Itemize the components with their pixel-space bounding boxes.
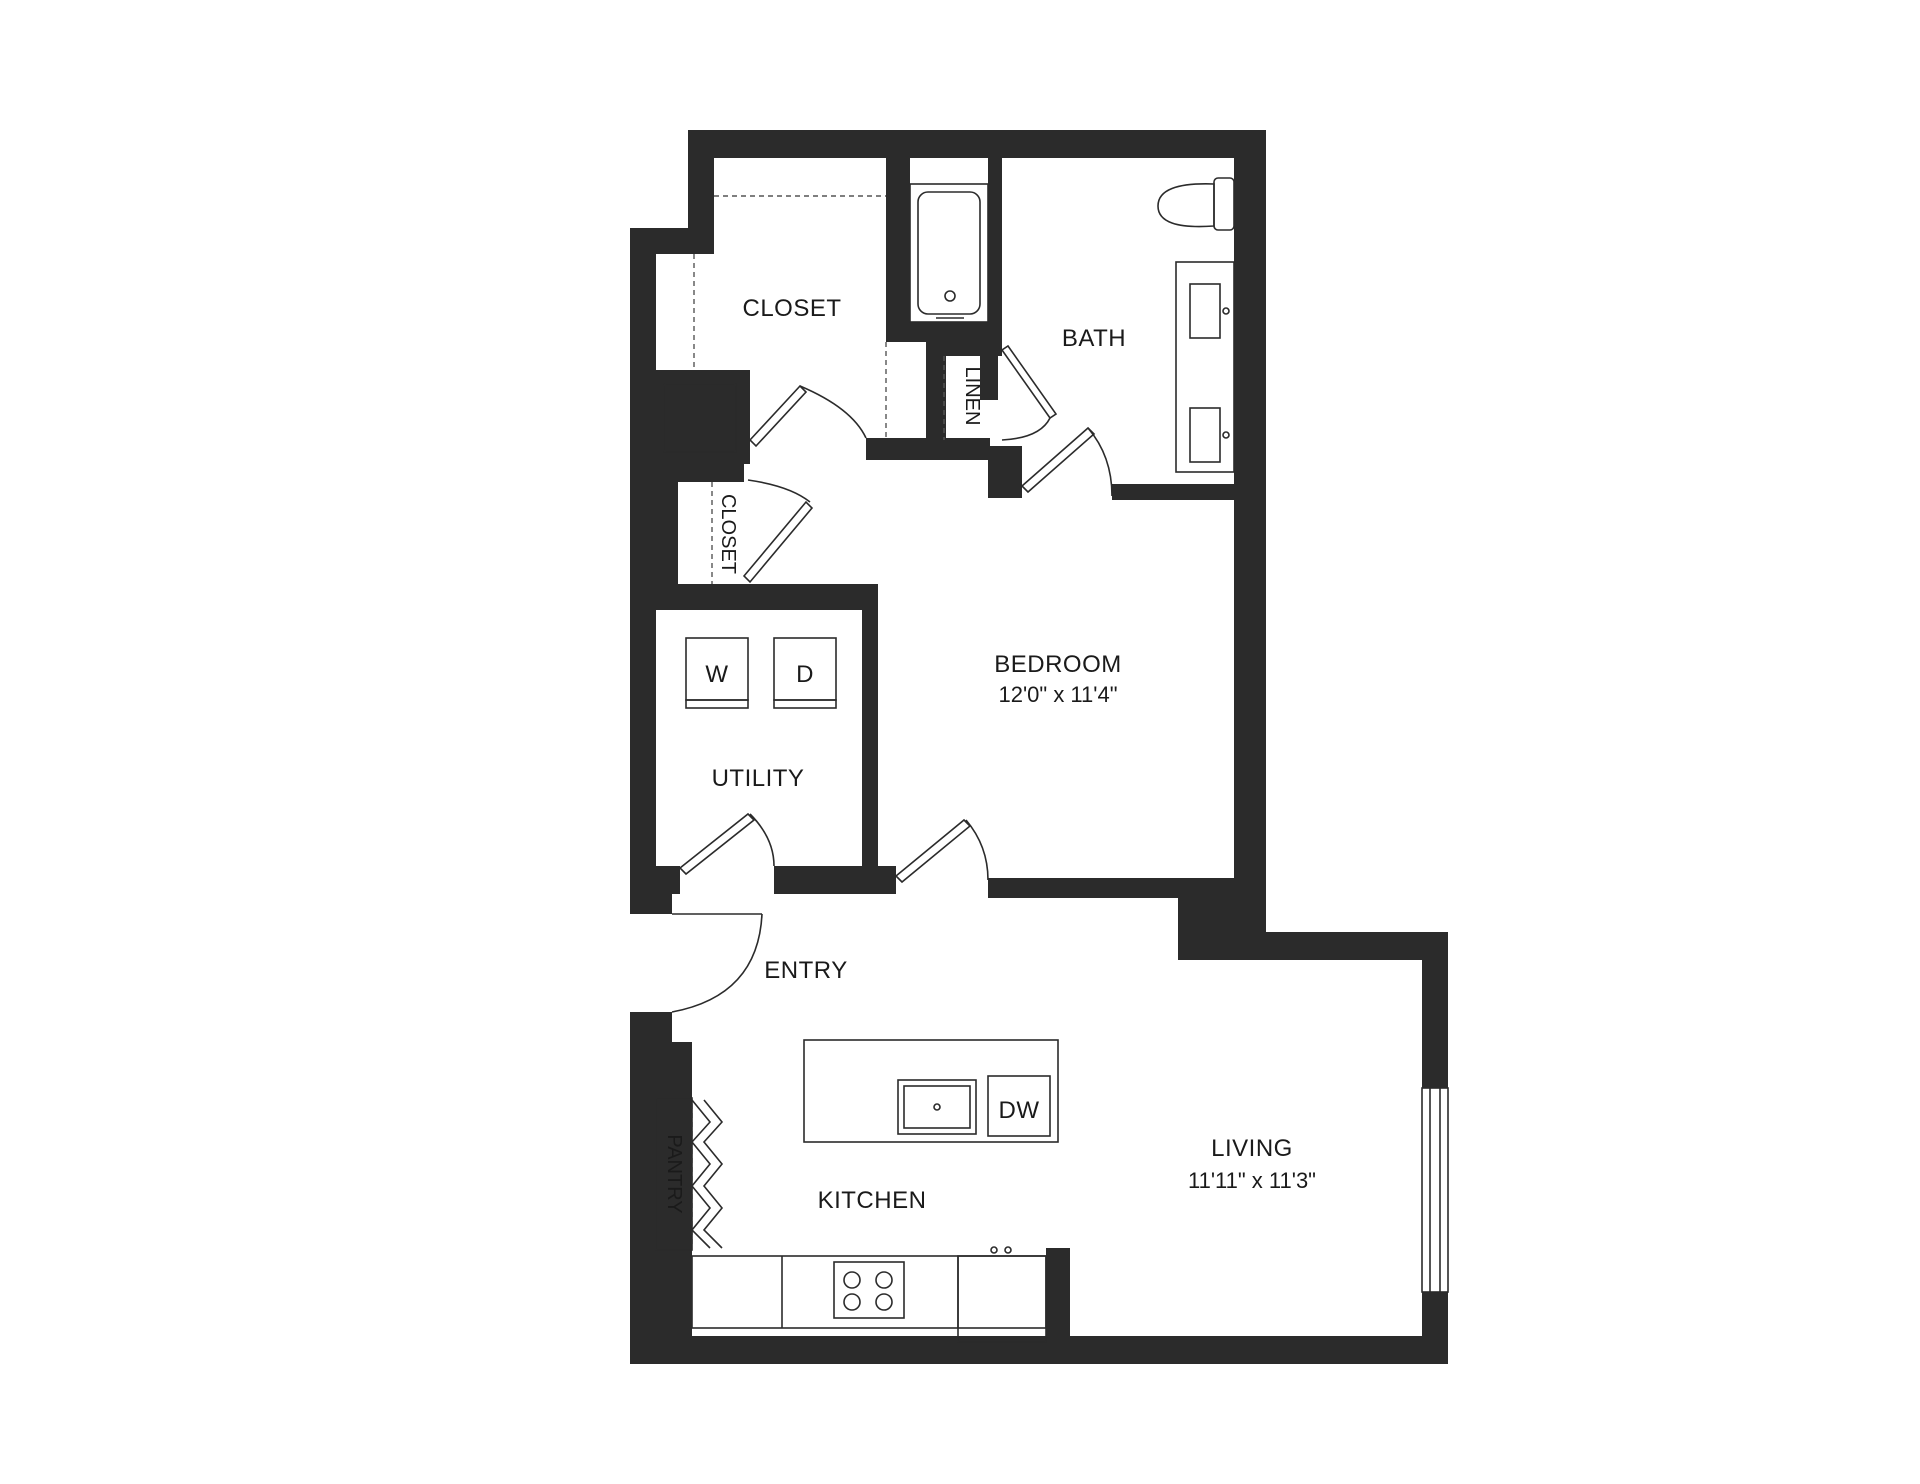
cooktop bbox=[833, 1261, 905, 1319]
toilet bbox=[1157, 177, 1235, 231]
wall-left-jamb-lower bbox=[630, 1012, 672, 1042]
vanity bbox=[1175, 261, 1235, 473]
label-linen: LINEN bbox=[961, 367, 983, 426]
wall-linen-right bbox=[980, 342, 998, 400]
room-labels: CLOSET BATH LINEN CLOSET BEDROOM 12'0" x… bbox=[663, 295, 1316, 1214]
label-entry: ENTRY bbox=[764, 957, 847, 984]
closet-rods bbox=[691, 195, 945, 1248]
wall-corridor-top bbox=[866, 438, 990, 460]
wall-tub-right bbox=[988, 158, 1002, 334]
wall-linen-left bbox=[926, 342, 946, 446]
bath-fixtures bbox=[909, 177, 1235, 473]
wall-bath-bottom bbox=[1112, 484, 1266, 500]
wall-bottom bbox=[630, 1336, 1448, 1364]
wall-right-lower-a bbox=[1422, 932, 1448, 1088]
wall-bedroom-jamb-left bbox=[836, 866, 896, 894]
interior-walls bbox=[630, 158, 1266, 1364]
label-bedroom-dims: 12'0" x 11'4" bbox=[998, 682, 1117, 707]
label-dryer: D bbox=[796, 661, 814, 688]
bathtub bbox=[909, 183, 989, 323]
label-dishwasher: DW bbox=[999, 1097, 1040, 1124]
label-pantry: PANTRY bbox=[663, 1134, 685, 1213]
wall-left-upper bbox=[630, 228, 656, 896]
wall-tub-bottom bbox=[886, 322, 1002, 342]
label-closet-main: CLOSET bbox=[742, 295, 841, 322]
dryer bbox=[773, 637, 837, 709]
label-utility: UTILITY bbox=[712, 765, 805, 792]
washer-dryer bbox=[685, 637, 837, 709]
washer bbox=[685, 637, 749, 709]
label-kitchen: KITCHEN bbox=[818, 1187, 927, 1214]
wall-step-top bbox=[1178, 932, 1448, 960]
kitchen-counter bbox=[691, 1246, 1047, 1343]
wall-bedroom-bottom bbox=[988, 878, 1266, 898]
label-closet-small: CLOSET bbox=[717, 494, 739, 574]
label-washer: W bbox=[705, 661, 728, 688]
label-living-dims: 11'11" x 11'3" bbox=[1188, 1168, 1316, 1193]
label-bedroom: BEDROOM bbox=[994, 651, 1122, 678]
mechanical-shaft bbox=[663, 383, 737, 453]
living-window bbox=[1421, 1087, 1449, 1293]
wall-utility-bottom-left bbox=[652, 866, 680, 894]
wall-top-left-jog bbox=[688, 130, 714, 230]
exterior-walls bbox=[630, 130, 1448, 1364]
label-living: LIVING bbox=[1211, 1135, 1293, 1162]
label-bath: BATH bbox=[1062, 325, 1126, 352]
wall-kitchen-end bbox=[1046, 1248, 1070, 1364]
kitchen-island bbox=[803, 1039, 1059, 1143]
kitchen-fixtures bbox=[691, 1039, 1059, 1343]
wall-right-upper bbox=[1234, 130, 1266, 938]
wall-utility-right bbox=[862, 584, 878, 894]
wall-small-closet-left bbox=[652, 460, 678, 592]
doors bbox=[655, 344, 1113, 1251]
wall-top bbox=[688, 130, 1266, 158]
wall-closet-bath bbox=[886, 158, 910, 342]
wall-left-lower bbox=[630, 1042, 692, 1364]
wall-bath-jamb bbox=[988, 446, 1022, 498]
wall-utility-top bbox=[652, 584, 876, 610]
